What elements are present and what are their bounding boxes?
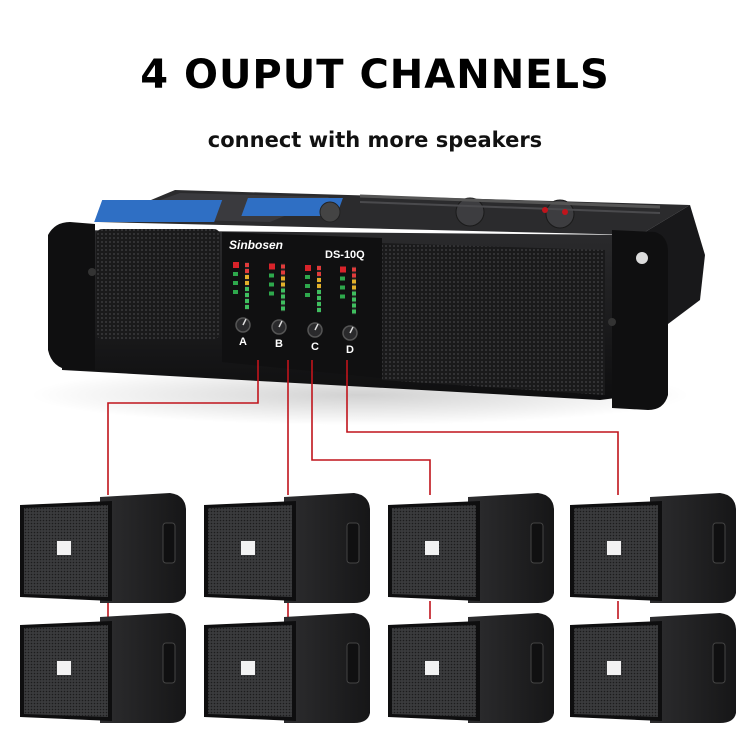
channel-knobs: A B C D bbox=[235, 317, 358, 356]
channel-meter-a bbox=[233, 262, 249, 310]
speaker-r2-c2 bbox=[204, 613, 370, 723]
left-grille bbox=[96, 229, 220, 339]
speaker-badge-icon bbox=[241, 541, 255, 555]
speaker-badge-icon bbox=[607, 541, 621, 555]
channel-label-c: C bbox=[311, 341, 319, 353]
cable-channel-d bbox=[346, 360, 619, 495]
speaker-badge-icon bbox=[425, 661, 439, 675]
speaker-r1-c1 bbox=[20, 493, 186, 603]
gain-knob-c[interactable] bbox=[307, 322, 323, 338]
speaker-r1-c3 bbox=[388, 493, 554, 603]
channel-meter-b bbox=[269, 263, 285, 312]
channel-meter-d bbox=[340, 266, 356, 315]
speaker-r1-c4 bbox=[570, 493, 736, 603]
speaker-badge-icon bbox=[57, 541, 71, 555]
gain-knob-a[interactable] bbox=[235, 317, 251, 333]
page-subtitle: connect with more speakers bbox=[207, 128, 543, 152]
speaker-cables bbox=[107, 360, 619, 619]
speaker-badge-icon bbox=[607, 661, 621, 675]
speaker-r2-c1 bbox=[20, 613, 186, 723]
speaker-array bbox=[20, 493, 736, 723]
channel-label-b: B bbox=[275, 338, 283, 350]
page-title: 4 OUPUT CHANNELS bbox=[140, 52, 610, 98]
speaker-badge-icon bbox=[425, 541, 439, 555]
channel-meters bbox=[233, 262, 356, 315]
channel-label-a: A bbox=[239, 336, 247, 348]
gain-knob-d[interactable] bbox=[342, 325, 358, 341]
amplifier-top-internals bbox=[94, 190, 690, 235]
speaker-r2-c4 bbox=[570, 613, 736, 723]
brand-logo: Sinbosen bbox=[229, 238, 283, 252]
logo-badge-icon bbox=[636, 252, 648, 264]
model-name: DS-10Q bbox=[325, 249, 365, 261]
speaker-badge-icon bbox=[241, 661, 255, 675]
speaker-badge-icon bbox=[57, 661, 71, 675]
cable-channel-c bbox=[311, 360, 431, 495]
channel-meter-c bbox=[305, 265, 321, 313]
speaker-r2-c3 bbox=[388, 613, 554, 723]
rack-screw-left bbox=[88, 268, 96, 276]
rack-screw-right bbox=[608, 318, 616, 326]
amplifier: Sinbosen DS-10Q A B C D bbox=[30, 190, 705, 425]
channel-label-d: D bbox=[346, 344, 354, 356]
speaker-r1-c2 bbox=[204, 493, 370, 603]
cable-channel-a bbox=[107, 360, 259, 495]
gain-knob-b[interactable] bbox=[271, 319, 287, 335]
right-grille bbox=[382, 243, 605, 395]
